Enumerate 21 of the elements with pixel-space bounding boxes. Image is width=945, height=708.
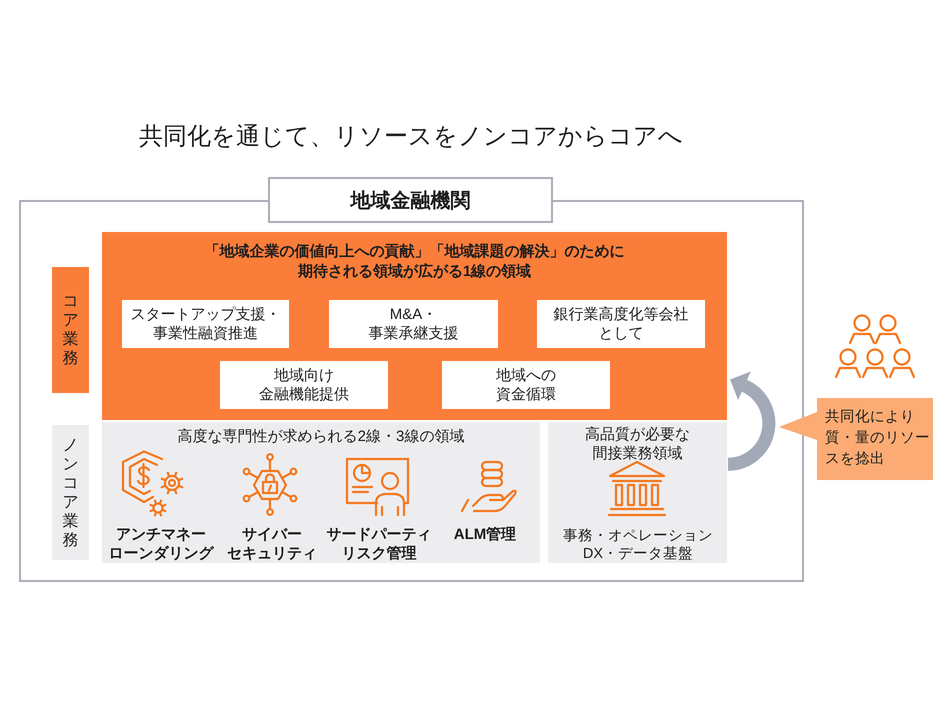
category-band: ノンコア業務 (52, 425, 89, 560)
heading-text: 高品質が必要な間接業務領域 (585, 425, 690, 463)
area-panel (102, 422, 540, 563)
area-panel (102, 232, 727, 420)
item-label: サードパーティリスク管理 (326, 525, 432, 563)
heading-box: 地域金融機関 (268, 177, 553, 223)
item-label: サイバーセキュリティ (227, 525, 317, 563)
category-band: コア業務 (52, 267, 89, 393)
area-box: M&A・事業承継支援 (329, 300, 498, 348)
heading-text: 「地域企業の価値向上への貢献」「地域課題の解決」のために期待される領域が広がる1線の領域 (204, 242, 624, 282)
area-box: 地域への資金循環 (442, 361, 610, 409)
item-label: ALM管理 (454, 525, 516, 544)
area-panel (548, 422, 727, 563)
title: 共同化を通じて、リソースをノンコアからコアへ (139, 122, 683, 152)
area-box: 地域向け金融機能提供 (220, 361, 388, 409)
area-box: 銀行業高度化等会社として (537, 300, 705, 348)
speech-bubble: 共同化により質・量のリソースを捻出 (779, 398, 933, 480)
area-box: スタートアップ支援・事業性融資推進 (122, 300, 289, 348)
heading-text: 高度な専門性が求められる2線・3線の領域 (178, 427, 464, 447)
item-label: 事務・オペレーションDX・データ基盤 (563, 527, 713, 563)
item-label: アンチマネーローンダリング (108, 525, 214, 563)
